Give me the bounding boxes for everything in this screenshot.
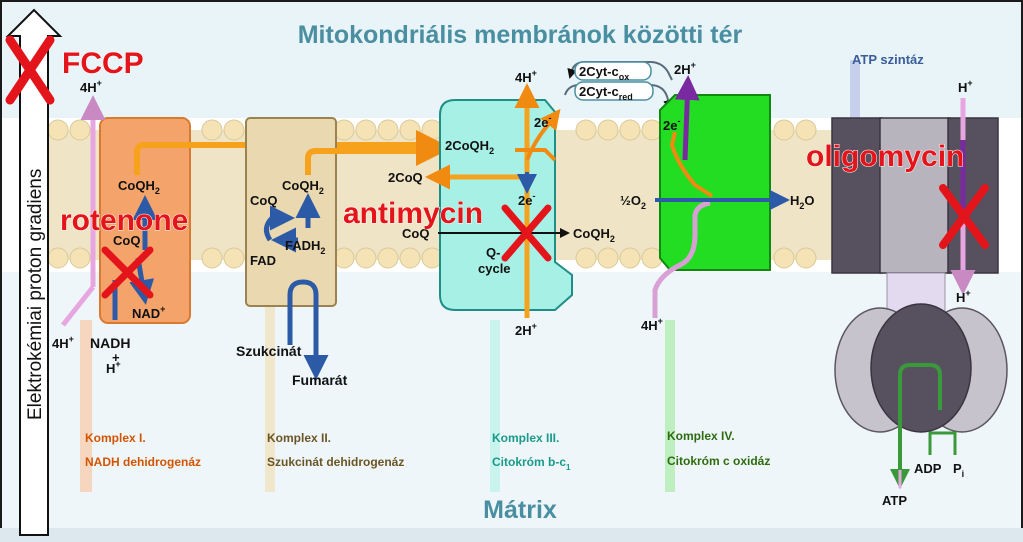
- complex1-caption-title: Komplex I.: [85, 431, 146, 445]
- oligomycin-label: oligomycin: [806, 140, 964, 173]
- lipid-head-inner: [224, 248, 244, 268]
- lipid-head-inner: [576, 248, 596, 268]
- complex2-fumarate: Fumarát: [292, 372, 348, 388]
- complex3-qcycle-1: Q-: [486, 245, 500, 260]
- intermembrane-title: Mitokondriális membránok közötti tér: [298, 21, 743, 49]
- lipid-head-outer: [48, 120, 68, 140]
- complex4-proton-up: [685, 80, 688, 160]
- complex2-coq: CoQ: [250, 193, 277, 208]
- lipid-head-inner: [70, 248, 90, 268]
- complex1-caption-subtitle: NADH dehidrogenáz: [85, 455, 201, 469]
- rotenone-label: rotenone: [60, 204, 188, 237]
- lipid-head-inner: [48, 248, 68, 268]
- lipid-head-outer: [774, 120, 794, 140]
- atp-synthase-title: ATP szintáz: [852, 52, 924, 67]
- antimycin-label: antimycin: [343, 197, 483, 230]
- adp-label: ADP: [914, 461, 942, 476]
- lipid-head-outer: [620, 120, 640, 140]
- lipid-head-outer: [202, 120, 222, 140]
- lipid-head-outer: [356, 120, 376, 140]
- complex2-fad: FAD: [250, 253, 276, 268]
- lipid-head-inner: [378, 248, 398, 268]
- atp-synthase-f1-center: [871, 304, 971, 432]
- complex2-body: [246, 118, 336, 306]
- lipid-head-inner: [400, 248, 420, 268]
- lipid-head-outer: [70, 120, 90, 140]
- lipid-head-inner: [598, 248, 618, 268]
- complex2-succinate: Szukcinát: [236, 343, 302, 359]
- atp-label: ATP: [882, 493, 907, 508]
- bottom-band: [0, 528, 1023, 542]
- lipid-head-outer: [576, 120, 596, 140]
- complex3-2coq: 2CoQ: [388, 170, 423, 185]
- atp-synthase-top-bar: [850, 60, 860, 118]
- lipid-head-inner: [796, 248, 816, 268]
- lipid-head-outer: [598, 120, 618, 140]
- proton-gradient-label: Elektrokémiai proton gradiens: [25, 169, 46, 420]
- complex4-caption-subtitle: Citokróm c oxidáz: [667, 454, 770, 468]
- lipid-head-inner: [774, 248, 794, 268]
- complex3-qcycle-2: cycle: [478, 261, 511, 276]
- complex1-nadh: NADH: [90, 335, 130, 351]
- lipid-head-inner: [620, 248, 640, 268]
- lipid-head-outer: [796, 120, 816, 140]
- lipid-head-outer: [378, 120, 398, 140]
- complex2-caption-title: Komplex II.: [267, 431, 331, 445]
- complex4-caption-title: Komplex IV.: [667, 429, 735, 443]
- complex2-caption-subtitle: Szukcinát dehidrogenáz: [267, 455, 404, 469]
- fccp-label: FCCP: [62, 47, 144, 80]
- lipid-head-inner: [356, 248, 376, 268]
- matrix-title: Mátrix: [483, 496, 557, 524]
- lipid-head-outer: [224, 120, 244, 140]
- complex3-caption-title: Komplex III.: [492, 431, 559, 445]
- lipid-head-inner: [202, 248, 222, 268]
- lipid-head-outer: [400, 120, 420, 140]
